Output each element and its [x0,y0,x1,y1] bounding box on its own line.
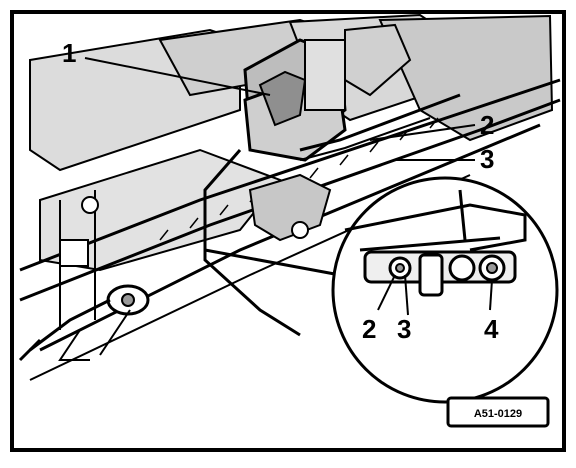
reference-code: A51-0129 [474,408,522,420]
detail-callout-3: 3 [397,314,411,344]
callout-2: 2 [480,110,494,140]
reference-code-box [446,396,550,428]
callout-3: 3 [480,144,494,174]
detail-callout-2: 2 [362,314,376,344]
chassis-drawing [18,13,561,381]
callout-leaders [84,57,493,316]
callout-1: 1 [62,38,76,68]
image-frame [10,10,566,452]
detail-magnifier [203,149,559,404]
detail-connector-assembly [344,189,527,297]
detail-callout-4: 4 [484,314,499,344]
detail-circle [331,176,559,404]
